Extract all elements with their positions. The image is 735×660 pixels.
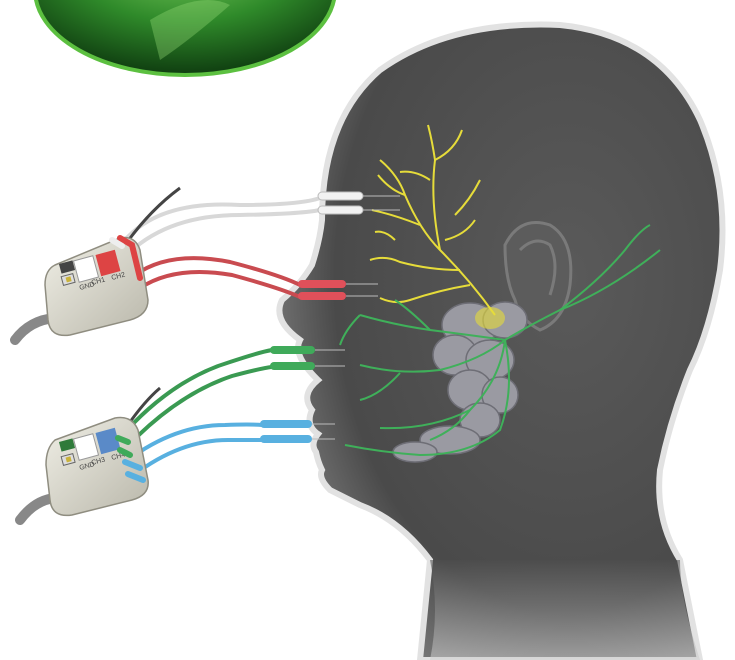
green-badge-icon	[35, 0, 335, 75]
electrode-pair-4	[128, 420, 335, 475]
connector-ch3-ch4: GND CH3 CH4	[20, 388, 160, 520]
